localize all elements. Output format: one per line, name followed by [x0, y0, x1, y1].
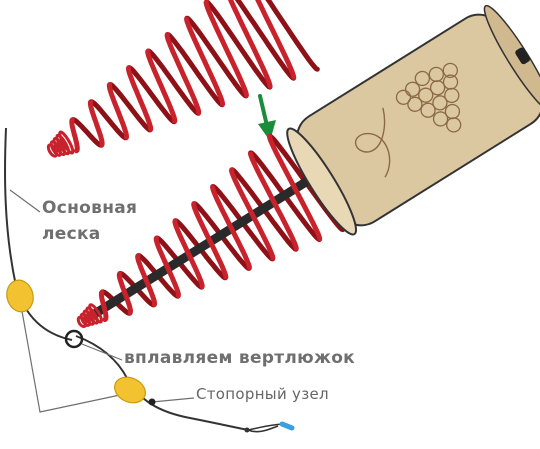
label-pointers [9, 189, 195, 413]
down-arrow-icon [258, 94, 276, 141]
bead-icon [6, 279, 34, 313]
leader-knot-icon [244, 427, 250, 433]
cork-float-icon [286, 4, 540, 236]
coil-tip [76, 303, 103, 329]
swivel-label: вплавляем вертлюжок [124, 348, 356, 368]
coil-tip [46, 130, 75, 158]
bead-icon [114, 376, 146, 404]
coil-front [69, 0, 297, 154]
top-spring-feeder [46, 0, 320, 158]
main-line-label-2: леска [42, 224, 101, 244]
stopper-knot-icon [148, 398, 156, 406]
main-line-label: Основная [42, 198, 138, 218]
swivel-ring-icon [64, 329, 84, 349]
grape-emblem-icon [395, 62, 462, 133]
hook-tip-icon [279, 421, 295, 431]
coil-front [98, 133, 323, 323]
stopper-knot-label: Стопорный узел [196, 385, 329, 403]
main-spring-feeder [76, 133, 346, 329]
feeder-tube [87, 168, 324, 320]
coil-back [70, 0, 320, 148]
